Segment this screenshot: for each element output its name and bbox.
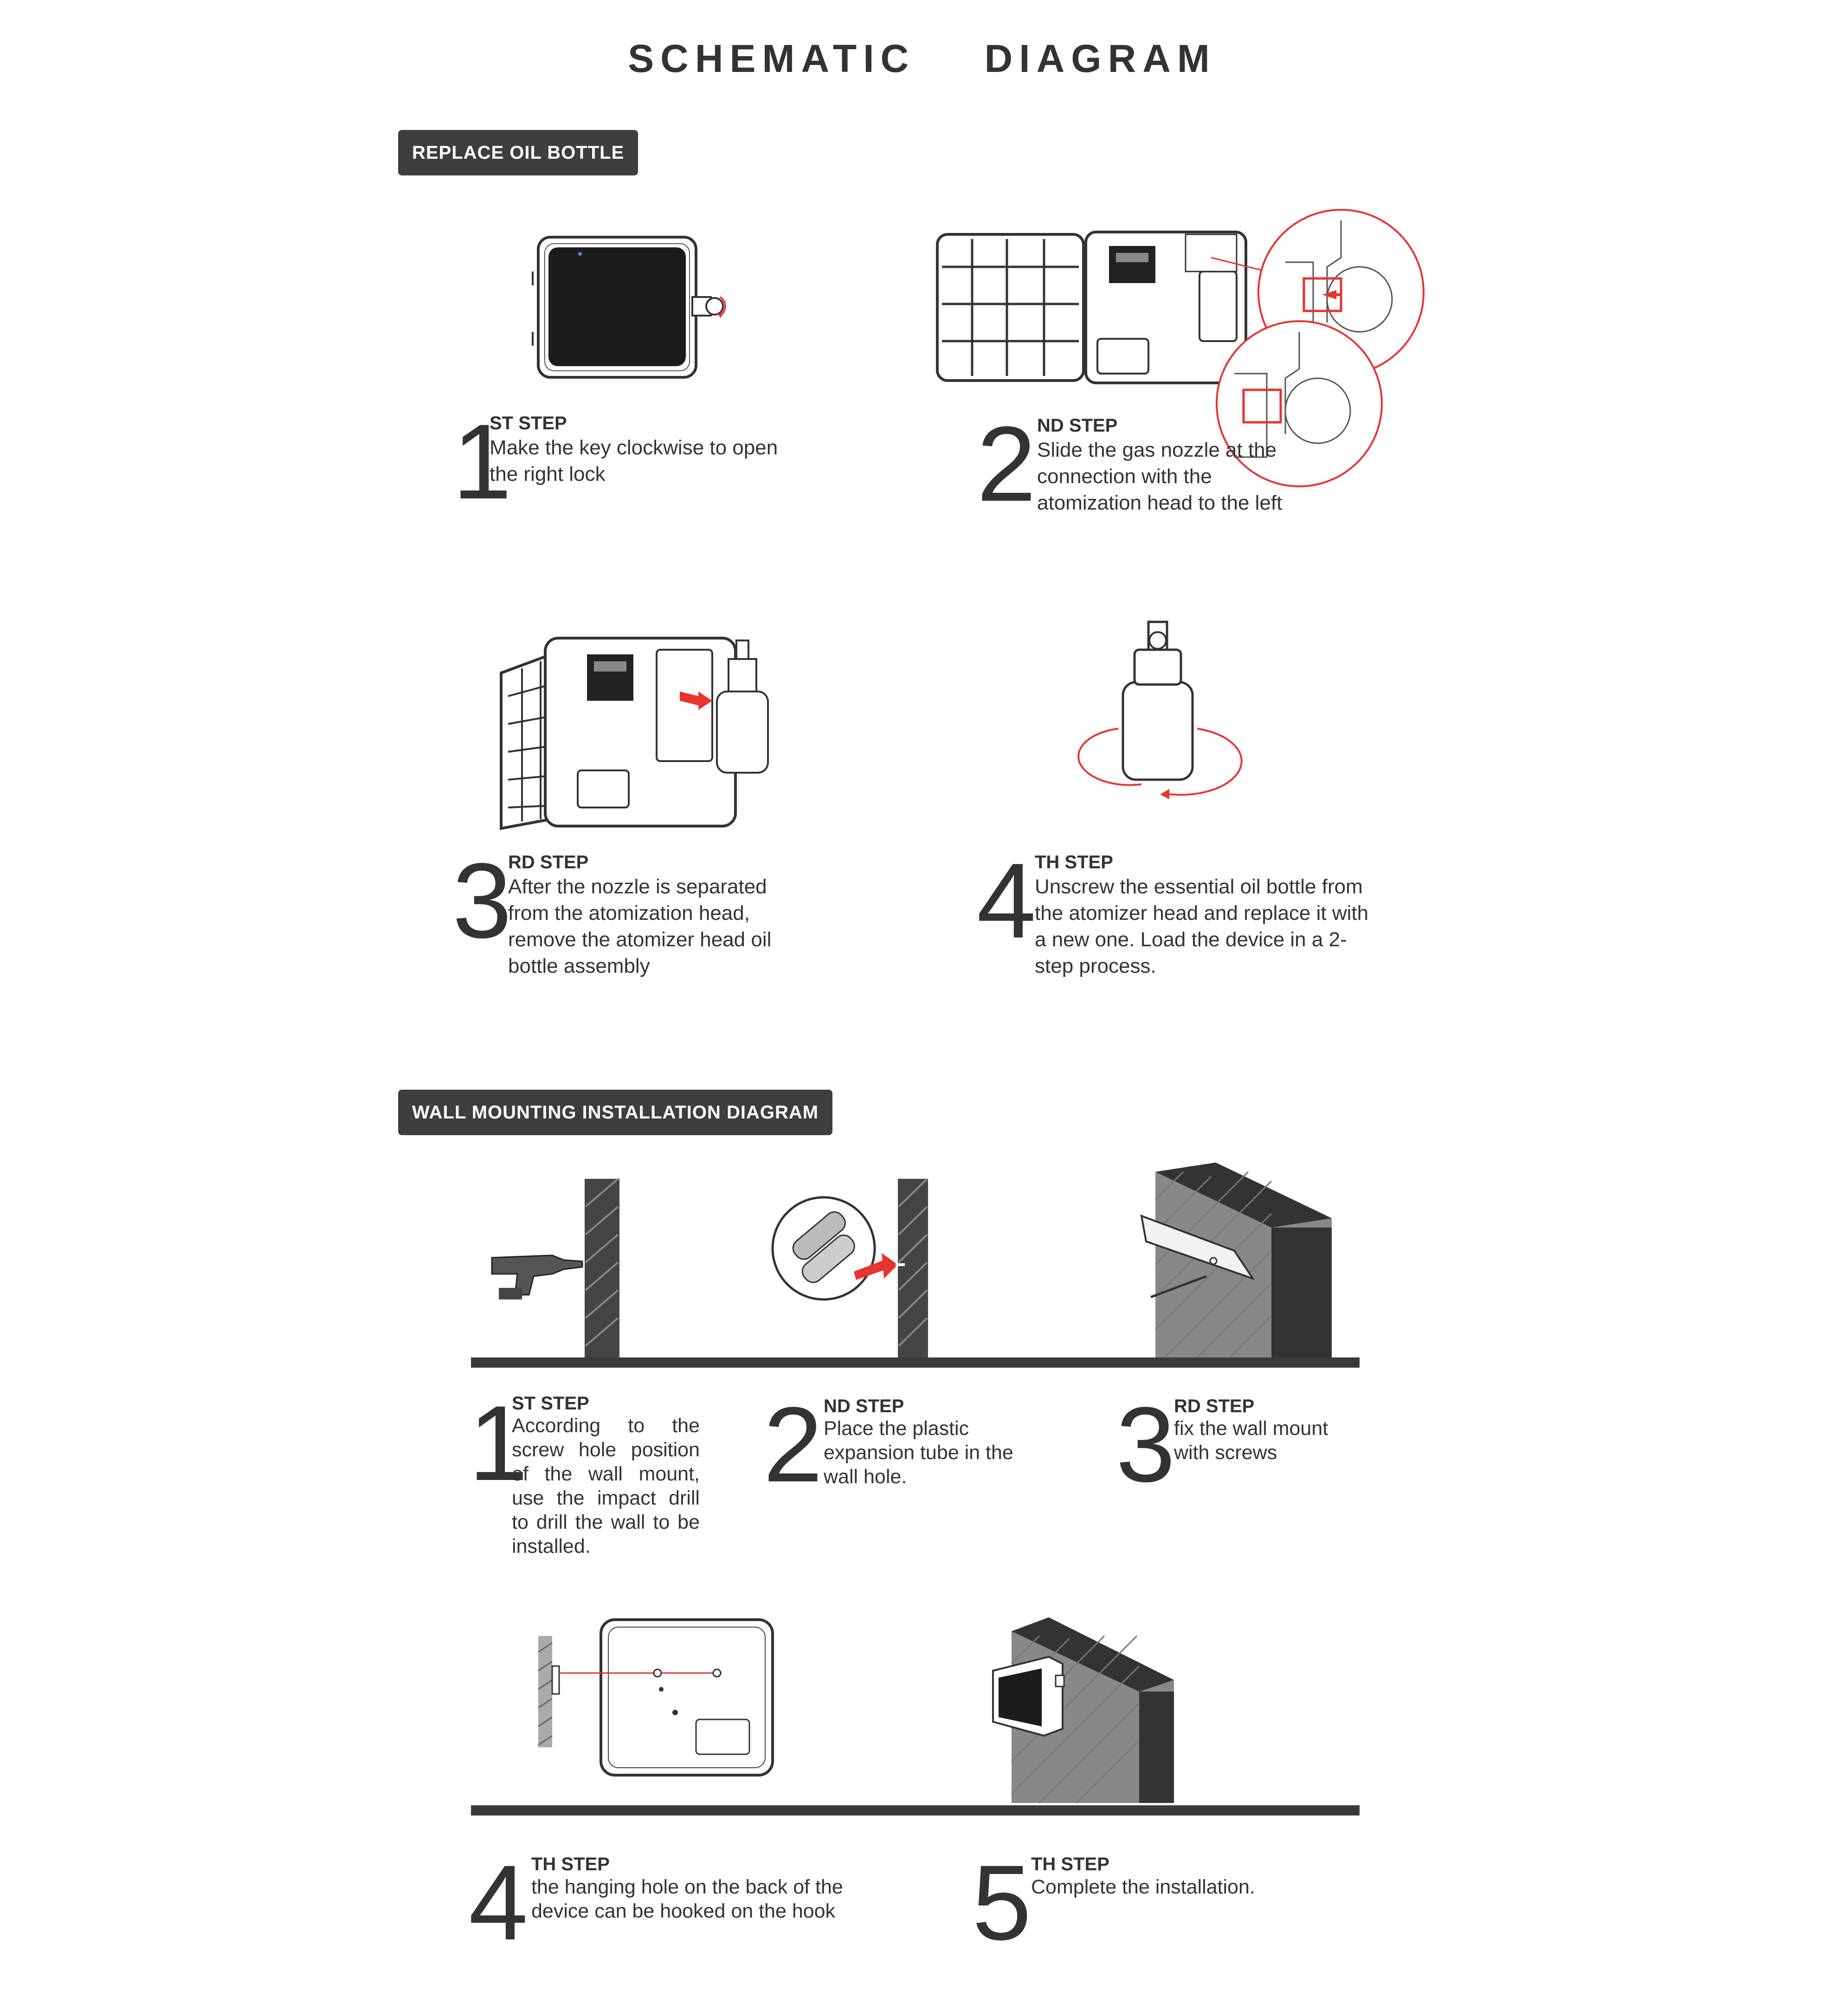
step-number: 3 <box>452 841 512 960</box>
expansion-tube-illustration <box>771 1178 928 1360</box>
step-text: Place the plastic expansion tube in the … <box>824 1417 1013 1488</box>
step-text: Make the key clockwise to open the right… <box>490 436 778 485</box>
step-text: Complete the installation. <box>1031 1876 1255 1898</box>
step-number: 1 <box>469 1383 528 1503</box>
page-title: SCHEMATIC DIAGRAM <box>628 37 1216 80</box>
step-number: 2 <box>763 1385 823 1504</box>
impact-drill-illustration <box>491 1178 619 1360</box>
step-number: 1 <box>452 402 512 521</box>
ground-line <box>471 1357 1360 1368</box>
bottle-rotate-illustration <box>1077 620 1243 799</box>
step-label: ND STEP <box>1037 415 1118 436</box>
step-label: ST STEP <box>512 1393 589 1414</box>
step-label: ST STEP <box>490 413 567 433</box>
section-tag-wall-mounting: WALL MOUNTING INSTALLATION DIAGRAM <box>398 1090 833 1135</box>
device-back-hook-illustration <box>538 1618 774 1777</box>
ground-line <box>471 1805 1360 1816</box>
step-number: 5 <box>972 1843 1032 1962</box>
step-text: the hanging hole on the back of the devi… <box>531 1876 843 1922</box>
step-text: fix the wall mount with screws <box>1174 1417 1328 1464</box>
step-text: Slide the gas nozzle at the connection w… <box>1037 439 1283 514</box>
section-tag-replace-oil-bottle: REPLACE OIL BOTTLE <box>398 130 638 175</box>
device-closed-illustration <box>532 236 726 379</box>
step-number: 3 <box>1116 1385 1175 1504</box>
step-text: According to the screw hole position of … <box>512 1415 700 1557</box>
device-installed-illustration <box>992 1617 1174 1804</box>
step-label: RD STEP <box>1174 1396 1255 1416</box>
step-label: ND STEP <box>824 1396 904 1416</box>
step-label: RD STEP <box>508 852 589 872</box>
step-label: TH STEP <box>1031 1854 1109 1874</box>
step-label: TH STEP <box>531 1854 610 1874</box>
device-open-bottle-illustration <box>500 637 769 830</box>
step-label: TH STEP <box>1035 852 1113 872</box>
step-number: 4 <box>469 1843 528 1962</box>
device-open-zoom-illustration <box>936 209 1425 487</box>
step-number: 4 <box>977 841 1036 960</box>
step-text: After the nozzle is separated from the a… <box>508 875 772 977</box>
wall-mount-screws-illustration <box>1140 1163 1332 1360</box>
step-number: 2 <box>977 404 1036 523</box>
step-text: Unscrew the essential oil bottle from th… <box>1035 875 1369 977</box>
